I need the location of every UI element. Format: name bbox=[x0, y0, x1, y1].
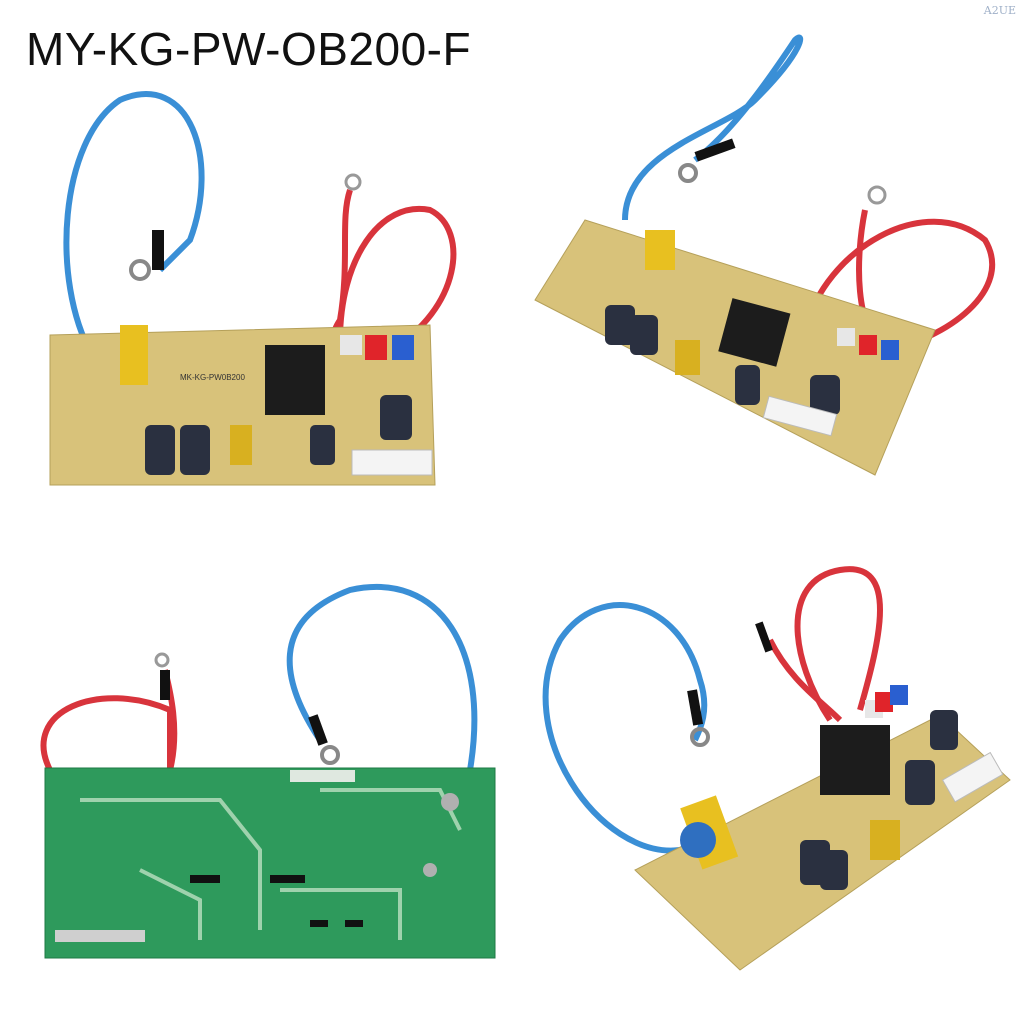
pcb-label: MK-KG-PW0B200 bbox=[180, 373, 245, 382]
board-photo-top-right bbox=[525, 30, 1015, 480]
watermark: A2UE bbox=[983, 4, 1016, 17]
board-photo-bottom-left bbox=[20, 570, 510, 980]
board-photo-bottom-right bbox=[520, 560, 1020, 980]
board-photo-top-left: MK-KG-PW0B200 bbox=[40, 80, 460, 500]
product-title: MY-KG-PW-OB200-F bbox=[26, 23, 472, 75]
